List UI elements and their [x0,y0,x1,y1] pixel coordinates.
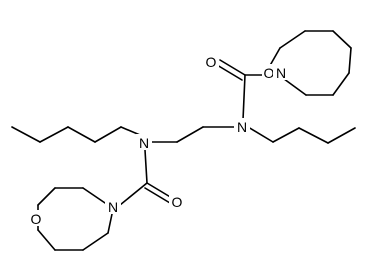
atom-n-top-ring-label: N [276,65,286,81]
atom-o-bottom-ring: O [28,210,44,227]
atom-labels: O N O N N O N O [28,53,289,227]
atom-n-left: N [136,134,152,151]
atom-o-bottom-carbonyl-label: O [172,194,183,210]
atom-n-bottom-ring: N [105,198,121,215]
atom-n-bottom-ring-label: N [108,199,118,215]
atom-n-left-label: N [139,135,149,151]
atom-o-top-ring-label: O [264,65,275,81]
atom-o-bottom-carbonyl: O [169,193,185,210]
atom-n-right-label: N [237,119,247,135]
atom-o-top-carbonyl: O [203,53,219,70]
atom-o-top-carbonyl-label: O [206,54,217,70]
atom-n-right: N [234,118,250,135]
bonds [11,30,356,251]
atom-n-top-ring: N [273,64,289,81]
atom-o-bottom-ring-label: O [31,211,42,227]
atom-o-top-ring: O [262,64,276,81]
